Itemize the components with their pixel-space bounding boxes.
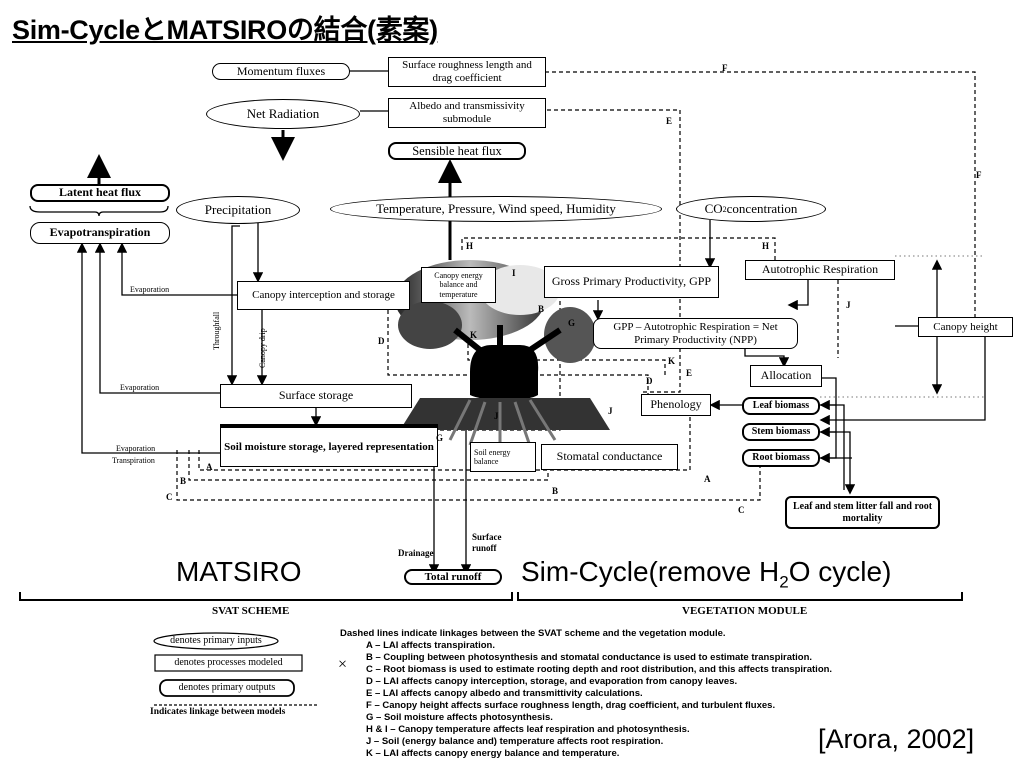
note-a: A – LAI affects transpiration. — [366, 640, 495, 651]
leaf-biomass-box: Leaf biomass — [742, 397, 820, 415]
litter-box: Leaf and stem litter fall and root morta… — [785, 496, 940, 529]
link-letter-b-tree: B — [538, 304, 545, 314]
stem-biomass-box: Stem biomass — [742, 423, 820, 441]
link-letter-k-right: K — [668, 356, 676, 366]
link-letter-f-right: F — [976, 170, 982, 180]
co2-label: CO — [704, 201, 723, 216]
svat-scheme-label: SVAT SCHEME — [212, 605, 290, 617]
gpp-box: Gross Primary Productivity, GPP — [544, 266, 719, 298]
canopy-energy-box: Canopy energy balance and temperature — [421, 267, 496, 303]
simcycle-label-subscript: 2 — [779, 572, 789, 592]
canopy-interception-box: Canopy interception and storage — [237, 281, 410, 310]
note-f: F – Canopy height affects surface roughn… — [366, 700, 776, 711]
soil-moisture-box: Soil moisture storage, layered represent… — [220, 424, 438, 467]
surface-runoff-label: Surface runoff — [472, 532, 502, 553]
link-letter-d-right: D — [646, 376, 653, 386]
autotrophic-box: Autotrophic Respiration — [745, 260, 895, 280]
evaporation-label-surface: Evaporation — [120, 383, 160, 392]
note-c: C – Root biomass is used to estimate roo… — [366, 664, 833, 675]
note-b: B – Coupling between photosynthesis and … — [366, 652, 813, 663]
note-k: K – LAI affects canopy energy balance an… — [366, 748, 620, 759]
evaporation-label-canopy: Evaporation — [130, 285, 170, 294]
legend-processes: denotes processes modeled — [174, 657, 283, 668]
link-letter-j-right: J — [846, 300, 851, 310]
matsiro-label: MATSIRO — [176, 556, 302, 587]
link-letter-c-left: C — [166, 492, 173, 502]
page-title: Sim-CycleとMATSIROの結合(素案) — [12, 15, 438, 45]
link-letter-k-tree: K — [470, 330, 478, 340]
link-letter-b-bottom: B — [552, 486, 559, 496]
total-runoff-box: Total runoff — [404, 569, 502, 585]
legend-outputs: denotes primary outputs — [178, 682, 276, 693]
link-letter-a-left: A — [206, 462, 213, 472]
albedo-box: Albedo and transmissivity submodule — [388, 98, 546, 128]
net-radiation-ellipse: Net Radiation — [206, 99, 360, 129]
phenology-box: Phenology — [641, 394, 711, 416]
roughness-box: Surface roughness length and drag coeffi… — [388, 57, 546, 87]
link-letter-g-tree: G — [568, 318, 576, 328]
evaporation-label-soil: Evaporation — [116, 444, 156, 453]
note-g: G – Soil moisture affects photosynthesis… — [366, 712, 553, 723]
co2-label-tail: concentration — [726, 201, 798, 216]
transpiration-label: Transpiration — [112, 456, 155, 465]
link-letter-h-left: H — [466, 241, 474, 251]
link-letter-e-top: E — [666, 116, 673, 126]
vegetation-module-label: VEGETATION MODULE — [682, 605, 808, 617]
precipitation-ellipse: Precipitation — [176, 196, 300, 224]
simcycle-label-main: Sim-Cycle(remove H — [521, 556, 780, 587]
link-letter-g-soil: G — [436, 433, 444, 443]
link-letter-c-right: C — [738, 505, 745, 515]
note-hi: H & I – Canopy temperature affects leaf … — [366, 724, 690, 735]
simcycle-label: Sim-Cycle(remove H2O cycle) — [521, 556, 891, 593]
citation: [Arora, 2002] — [818, 724, 975, 754]
simcycle-label-tail: O cycle) — [788, 556, 892, 587]
note-e: E – LAI affects canopy albedo and transm… — [366, 688, 643, 699]
link-letter-d-left: D — [378, 336, 385, 346]
link-letter-j-soil: J — [494, 411, 499, 421]
co2-subscript: 2 — [722, 204, 727, 214]
link-letter-a-right: A — [704, 474, 711, 484]
link-letter-i: I — [512, 268, 516, 278]
momentum-fluxes-box: Momentum fluxes — [212, 63, 350, 80]
link-letter-j-mid: J — [608, 406, 613, 416]
notes-header: Dashed lines indicate linkages between t… — [340, 628, 726, 639]
sensible-heat-box: Sensible heat flux — [388, 142, 526, 160]
legend-inputs: denotes primary inputs — [170, 635, 262, 646]
drainage-label: Drainage — [398, 548, 434, 558]
note-d: D – LAI affects canopy interception, sto… — [366, 676, 738, 687]
root-biomass-box: Root biomass — [742, 449, 820, 467]
link-letter-h-right: H — [762, 241, 770, 251]
throughfall-label: Throughfall — [212, 311, 221, 350]
canopy-drip-label: Canopy drip — [258, 328, 267, 368]
link-letter-e-bottom: E — [686, 368, 693, 378]
legend-linkage: Indicates linkage between models — [150, 707, 286, 717]
allocation-box: Allocation — [750, 365, 822, 387]
evapotranspiration-box: Evapotranspiration — [30, 222, 170, 244]
canopy-height-box: Canopy height — [918, 317, 1013, 337]
cross-mark: × — [338, 656, 348, 673]
npp-box: GPP – Autotrophic Respiration = Net Prim… — [593, 318, 798, 349]
soil-energy-box: Soil energy balance — [470, 442, 536, 472]
note-j: J – Soil (energy balance and) temperatur… — [366, 736, 664, 747]
link-letter-b-left: B — [180, 476, 187, 486]
stomatal-box: Stomatal conductance — [541, 444, 678, 470]
link-letter-f-top: F — [722, 63, 728, 73]
met-vars-ellipse: Temperature, Pressure, Wind speed, Humid… — [330, 196, 662, 222]
surface-storage-box: Surface storage — [220, 384, 412, 408]
latent-heat-box: Latent heat flux — [30, 184, 170, 202]
